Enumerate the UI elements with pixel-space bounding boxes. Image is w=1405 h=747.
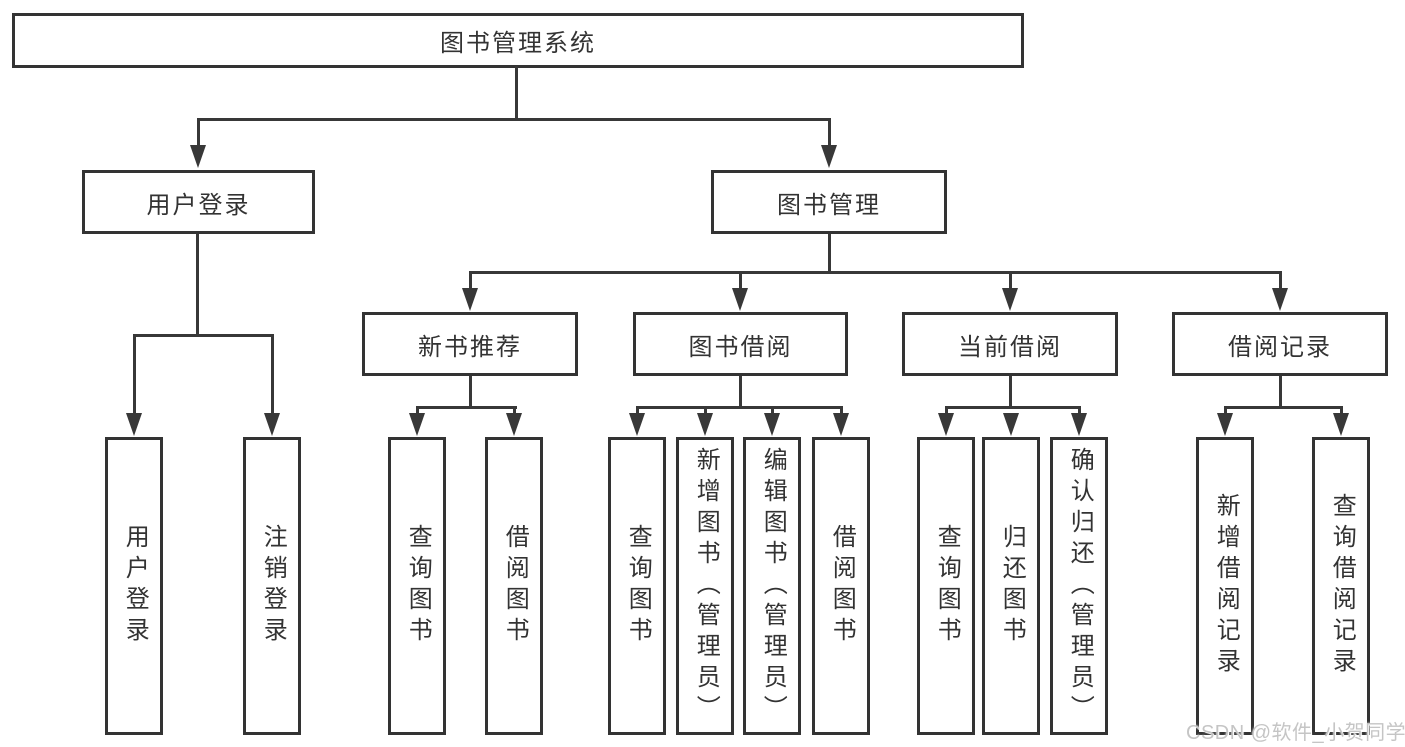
node-root-system: 图书管理系统 <box>12 13 1024 68</box>
node-label: 借阅图书 <box>828 524 856 648</box>
node-label: 新增图书（管理员） <box>692 446 720 726</box>
node-label: 确认归还（管理员） <box>1066 446 1094 726</box>
arrow-down-icon <box>409 413 425 436</box>
node-label: 用户登录 <box>146 191 251 219</box>
watermark: CSDN @软件_小贺同学 <box>1186 722 1405 744</box>
connector-line <box>196 234 199 337</box>
node-leaf-return-books: 归还图书 <box>982 437 1040 735</box>
node-label: 当前借阅 <box>958 333 1062 361</box>
connector-line <box>840 406 843 418</box>
connector-line <box>828 118 831 150</box>
node-leaf-query-books-3: 查询图书 <box>917 437 975 735</box>
connector-line <box>636 406 639 418</box>
node-label: 查询借阅记录 <box>1328 493 1356 679</box>
node-leaf-add-books-admin: 新增图书（管理员） <box>676 437 734 735</box>
arrow-down-icon <box>1003 413 1019 436</box>
connector-line <box>828 234 831 274</box>
node-leaf-edit-books-admin: 编辑图书（管理员） <box>743 437 801 735</box>
connector-line <box>636 406 843 409</box>
node-label: 图书借阅 <box>688 333 793 361</box>
node-leaf-borrow-books-2: 借阅图书 <box>812 437 870 735</box>
arrow-down-icon <box>1333 413 1349 436</box>
node-label: 查询图书 <box>933 524 961 648</box>
arrow-down-icon <box>1071 413 1087 436</box>
connector-line <box>1224 406 1227 418</box>
node-book-borrowing: 图书借阅 <box>633 312 848 376</box>
node-label: 新增借阅记录 <box>1212 493 1240 679</box>
node-label: 查询图书 <box>624 524 652 648</box>
node-leaf-query-books-2: 查询图书 <box>608 437 666 735</box>
connector-line <box>1009 271 1012 291</box>
connector-line <box>271 334 274 418</box>
node-label: 归还图书 <box>998 524 1026 648</box>
connector-line <box>1078 406 1081 418</box>
node-borrowing-records: 借阅记录 <box>1172 312 1388 376</box>
connector-line <box>771 406 774 418</box>
node-leaf-borrow-books-1: 借阅图书 <box>485 437 543 735</box>
node-label: 新书推荐 <box>418 333 522 361</box>
arrow-down-icon <box>697 413 713 436</box>
arrow-down-icon <box>732 288 748 311</box>
arrow-down-icon <box>264 413 280 436</box>
connector-line <box>704 406 707 418</box>
connector-line <box>1279 271 1282 291</box>
connector-line <box>739 376 742 409</box>
connector-line <box>469 271 472 291</box>
node-label: 注销登录 <box>259 524 287 648</box>
connector-line <box>1340 406 1343 418</box>
connector-line <box>197 118 831 121</box>
node-leaf-query-borrow-record: 查询借阅记录 <box>1312 437 1370 735</box>
node-user-login: 用户登录 <box>82 170 315 234</box>
node-current-borrowing: 当前借阅 <box>902 312 1118 376</box>
arrow-down-icon <box>506 413 522 436</box>
connector-line <box>133 334 274 337</box>
connector-line <box>1279 376 1282 409</box>
arrow-down-icon <box>126 413 142 436</box>
arrow-down-icon <box>462 288 478 311</box>
arrow-down-icon <box>629 413 645 436</box>
connector-line <box>1009 376 1012 409</box>
node-label: 借阅记录 <box>1228 333 1332 361</box>
arrow-down-icon <box>764 413 780 436</box>
node-leaf-add-borrow-record: 新增借阅记录 <box>1196 437 1254 735</box>
arrow-down-icon <box>938 413 954 436</box>
node-book-management: 图书管理 <box>711 170 947 234</box>
arrow-down-icon <box>1217 413 1233 436</box>
node-leaf-logout: 注销登录 <box>243 437 301 735</box>
connector-line <box>133 334 136 418</box>
connector-line <box>197 118 200 150</box>
connector-line <box>469 271 1282 274</box>
node-label: 借阅图书 <box>501 524 529 648</box>
connector-line <box>416 406 517 409</box>
node-leaf-query-books-1: 查询图书 <box>388 437 446 735</box>
connector-line <box>945 406 948 418</box>
node-new-book-recommend: 新书推荐 <box>362 312 578 376</box>
connector-line <box>469 376 472 409</box>
node-leaf-confirm-return-admin: 确认归还（管理员） <box>1050 437 1108 735</box>
connector-line <box>1224 406 1343 409</box>
arrow-down-icon <box>1002 288 1018 311</box>
arrow-down-icon <box>190 145 206 168</box>
connector-line <box>739 271 742 291</box>
connector-line <box>945 406 1081 409</box>
node-label: 编辑图书（管理员） <box>759 446 787 726</box>
arrow-down-icon <box>833 413 849 436</box>
node-leaf-user-login: 用户登录 <box>105 437 163 735</box>
connector-line <box>513 406 516 418</box>
connector-line <box>416 406 419 418</box>
arrow-down-icon <box>821 145 837 168</box>
node-label: 图书管理 <box>777 191 881 219</box>
node-label: 用户登录 <box>121 524 149 648</box>
connector-line <box>515 66 518 120</box>
node-root-label: 图书管理系统 <box>440 30 596 57</box>
node-label: 查询图书 <box>404 524 432 648</box>
arrow-down-icon <box>1272 288 1288 311</box>
